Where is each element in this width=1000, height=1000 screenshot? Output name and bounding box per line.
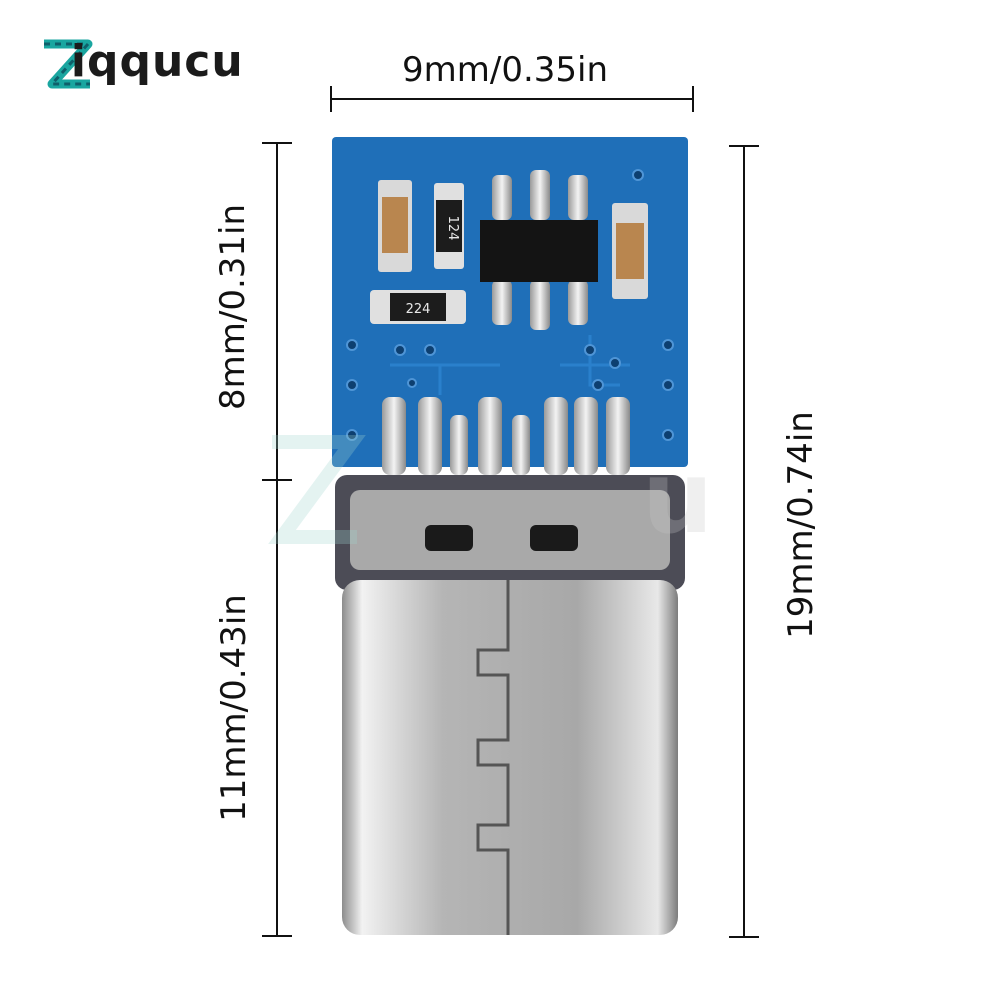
resistor-224-marking: 224 (406, 302, 431, 317)
svg-text:u: u (642, 439, 713, 552)
shell-seam (476, 580, 510, 935)
connector-height-label: 11mm/0.43in (214, 594, 254, 822)
usb-c-metal-shell (342, 580, 678, 935)
total-dimension-line (743, 145, 745, 938)
pcb-vias (346, 169, 674, 441)
brand-logo: Ziqqucu (38, 30, 268, 100)
resistor-124-marking: 124 (445, 216, 460, 241)
latch-hole-left (425, 525, 473, 551)
connector-pins (382, 397, 630, 475)
total-dimension-tick-top (729, 145, 759, 147)
logo-z-icon (44, 39, 93, 89)
total-height-label: 19mm/0.74in (781, 411, 821, 639)
width-label: 9mm/0.35in (402, 50, 609, 90)
width-dimension-line (330, 98, 694, 100)
ic-chip (480, 170, 598, 330)
left-dimension-tick-middle (262, 479, 292, 481)
left-dimension-line (276, 142, 278, 937)
latch-hole-right (530, 525, 578, 551)
usb-c-board-photo: 124 224 (330, 135, 690, 940)
width-dimension-tick-left (330, 86, 332, 112)
total-dimension-tick-bottom (729, 936, 759, 938)
brand-name: Ziqqucu (70, 36, 244, 87)
left-dimension-tick-bottom (262, 935, 292, 937)
watermark-logo: u (262, 432, 742, 556)
width-dimension-tick-right (692, 86, 694, 112)
usb-c-board-drawing: 124 224 (332, 137, 688, 935)
pcb-height-label: 8mm/0.31in (213, 203, 253, 410)
left-dimension-tick-top (262, 142, 292, 144)
